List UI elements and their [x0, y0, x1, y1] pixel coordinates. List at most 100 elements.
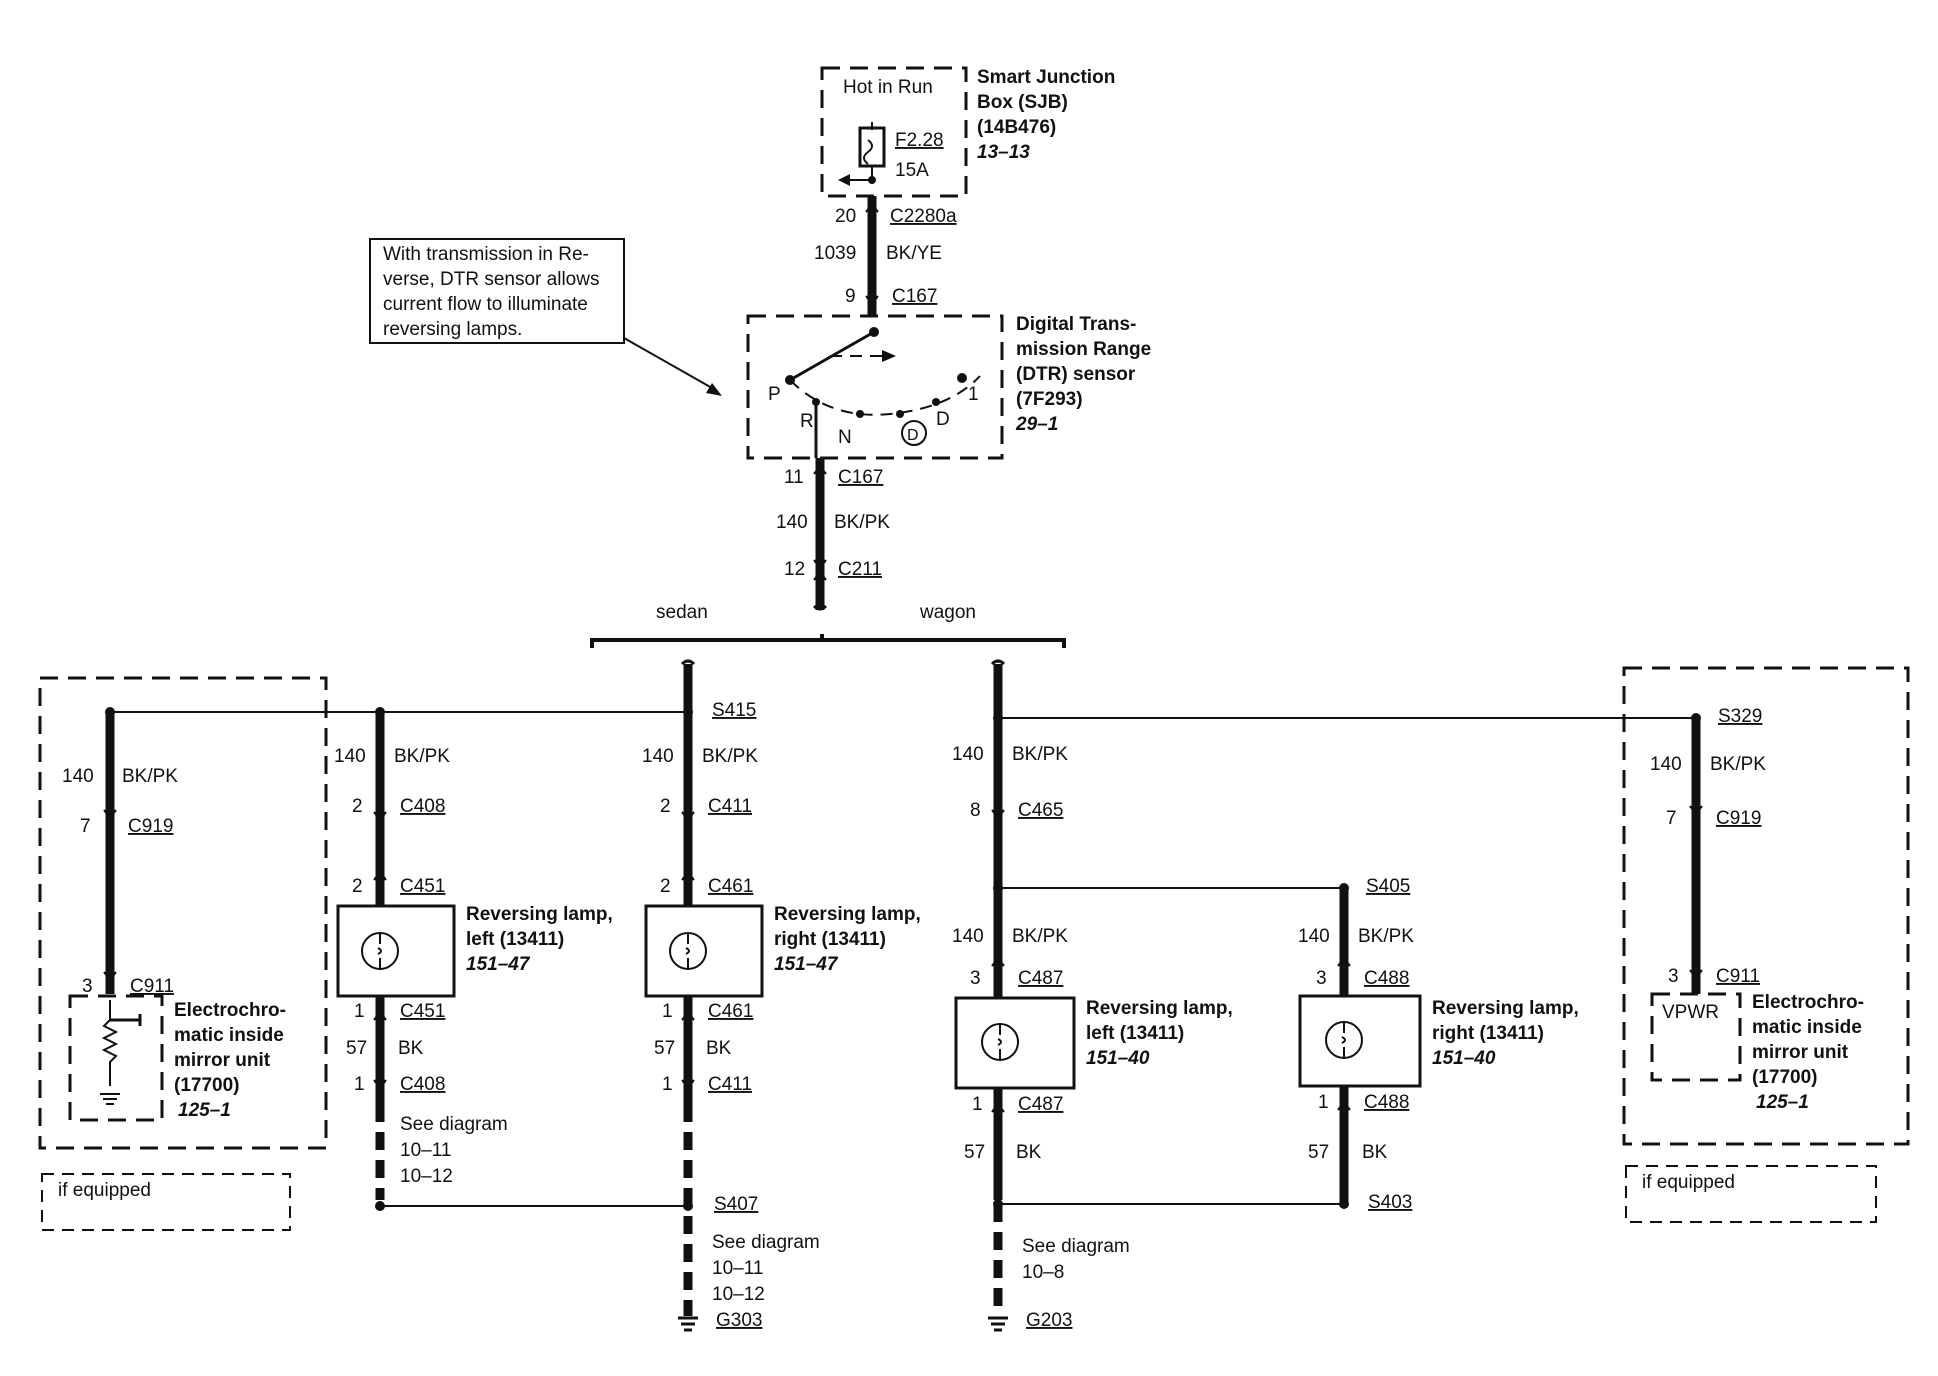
- lm-title-line: (17700): [174, 1075, 240, 1096]
- ground-icon: [678, 1316, 698, 1332]
- drive-circle-icon: [901, 420, 927, 446]
- lm-pin1: 7: [80, 816, 91, 837]
- sr-see: 10–12: [712, 1284, 765, 1305]
- wr-conn-c: C488: [1364, 1092, 1409, 1113]
- wl-see: 10–8: [1022, 1262, 1064, 1283]
- right-mirror-option: S329 140 BK/PK 7 C919 3 C911 VPWR Electr…: [1622, 666, 1910, 1223]
- branch-wagon: wagon: [919, 602, 976, 623]
- note-line: With transmission in Re-: [383, 244, 589, 265]
- rm-pin2: 3: [1668, 966, 1679, 987]
- sjb-title-line: Smart Junction: [977, 67, 1115, 88]
- arrow-icon: [838, 174, 850, 186]
- lm-ref: 125–1: [178, 1100, 231, 1121]
- wr-title-line: right (13411): [1432, 1023, 1544, 1044]
- sjb-title-line: (14B476): [977, 117, 1056, 138]
- wr-gnd-splice: S403: [1368, 1192, 1412, 1213]
- sr-pin-c: 1: [662, 1001, 673, 1022]
- sr-pin-a: 2: [660, 796, 671, 817]
- wr-pin-c: 1: [1318, 1092, 1329, 1113]
- lm-if-equipped: if equipped: [58, 1180, 151, 1201]
- ground-icon: [100, 1093, 120, 1105]
- lamp-box: [954, 996, 1076, 1090]
- sedan-right-lamp-circuit: S415 140 BK/PK 2 C411 2 C461 Reversing l…: [642, 659, 921, 1332]
- lamp-bulb-icon: [669, 932, 707, 970]
- rm-pin1: 7: [1666, 808, 1677, 829]
- sr-see: See diagram: [712, 1232, 820, 1253]
- fuse-number: F2.28: [895, 130, 944, 151]
- dtr-title-line: (DTR) sensor: [1016, 364, 1136, 385]
- sjb-title: Smart Junction Box (SJB) (14B476) 13–13: [977, 67, 1115, 163]
- sl-ref: 151–47: [466, 954, 531, 975]
- rm-circuit: 140: [1650, 754, 1682, 775]
- sl-gnd-circuit: 57: [346, 1038, 367, 1059]
- sr-circuit: 140: [642, 746, 674, 767]
- wl-ground: G203: [1026, 1310, 1072, 1331]
- wr-gnd-circuit: 57: [1308, 1142, 1329, 1163]
- wl-pin-a: 8: [970, 800, 981, 821]
- sr-gnd-splice: S407: [714, 1194, 758, 1215]
- wr-pin-b: 3: [1316, 968, 1327, 989]
- wl-circuit2: 140: [952, 926, 984, 947]
- sr-title-line: right (13411): [774, 929, 886, 950]
- sjb-ref: 13–13: [977, 142, 1030, 163]
- dtr-pos-1: 1: [968, 384, 979, 405]
- sl-conn-d: C408: [400, 1074, 445, 1095]
- dtr-pos-d-circle: D: [907, 427, 919, 444]
- lamp-bulb-icon: [1325, 1021, 1363, 1059]
- dtr-pos-d: D: [936, 409, 950, 430]
- wr-color: BK/PK: [1358, 926, 1414, 947]
- lm-color: BK/PK: [122, 766, 178, 787]
- dtr-pos-p: P: [768, 384, 781, 405]
- rm-if-equipped: if equipped: [1642, 1172, 1735, 1193]
- wl-conn-a: C465: [1018, 800, 1063, 821]
- wr-circuit: 140: [1298, 926, 1330, 947]
- feed-conn-top: C2280a: [890, 206, 957, 227]
- lm-circuit: 140: [62, 766, 94, 787]
- lm-conn1: C919: [128, 816, 173, 837]
- sl-color: BK/PK: [394, 746, 450, 767]
- feed-pin-bot: 9: [845, 286, 856, 307]
- lm-conn2: C911: [130, 976, 174, 997]
- note-line: verse, DTR sensor allows: [383, 269, 599, 290]
- wr-splice: S405: [1366, 876, 1410, 897]
- out-conn1: C167: [838, 467, 883, 488]
- wl-color2: BK/PK: [1012, 926, 1068, 947]
- sjb-title-line: Box (SJB): [977, 92, 1068, 113]
- smart-junction-box: Hot in Run F2.28 15A Smart Junction Box …: [820, 66, 1115, 198]
- lm-title-line: Electrochro-: [174, 1000, 286, 1021]
- sr-pin-d: 1: [662, 1074, 673, 1095]
- sr-conn-b: C461: [708, 876, 753, 897]
- lamp-box: [336, 904, 456, 998]
- out-conn2: C211: [838, 559, 882, 580]
- sr-title-line: Reversing lamp,: [774, 904, 921, 925]
- feed-color: BK/YE: [886, 243, 942, 264]
- wr-ref: 151–40: [1432, 1048, 1496, 1069]
- dtr-title-line: Digital Trans-: [1016, 314, 1136, 335]
- sl-see: See diagram: [400, 1114, 508, 1135]
- lm-title-line: mirror unit: [174, 1050, 271, 1071]
- wr-conn-b: C488: [1364, 968, 1409, 989]
- dtr-title-line: (7F293): [1016, 389, 1083, 410]
- left-mirror-option: 140 BK/PK 7 C919 3 C911 Electrochro- mat…: [38, 676, 688, 1231]
- sr-ground: G303: [716, 1310, 762, 1331]
- lamp-bulb-icon: [361, 932, 399, 970]
- sl-conn-c: C451: [400, 1001, 445, 1022]
- dtr-ref: 29–1: [1015, 414, 1058, 435]
- sl-conn-b: C451: [400, 876, 445, 897]
- wl-color: BK/PK: [1012, 744, 1068, 765]
- dtr-pos-r: R: [800, 411, 814, 432]
- sl-pin-a: 2: [352, 796, 363, 817]
- lm-title-line: matic inside: [174, 1025, 284, 1046]
- sr-gnd-circuit: 57: [654, 1038, 675, 1059]
- feed-circuit: 1039: [814, 243, 856, 264]
- rm-inner: VPWR: [1662, 1002, 1719, 1023]
- wl-ref: 151–40: [1086, 1048, 1150, 1069]
- branch-sedan: sedan: [656, 602, 708, 623]
- sedan-left-lamp-circuit: 140 BK/PK 2 C408 2 C451 Reversing lamp, …: [334, 707, 688, 1211]
- rm-title-line: Electrochro-: [1752, 992, 1864, 1013]
- rm-title-line: mirror unit: [1752, 1042, 1849, 1063]
- option-bracket: sedan wagon: [590, 602, 1066, 648]
- lamp-box: [1298, 994, 1422, 1088]
- wl-gnd-color: BK: [1016, 1142, 1042, 1163]
- dtr-title: Digital Trans- mission Range (DTR) senso…: [1015, 314, 1151, 435]
